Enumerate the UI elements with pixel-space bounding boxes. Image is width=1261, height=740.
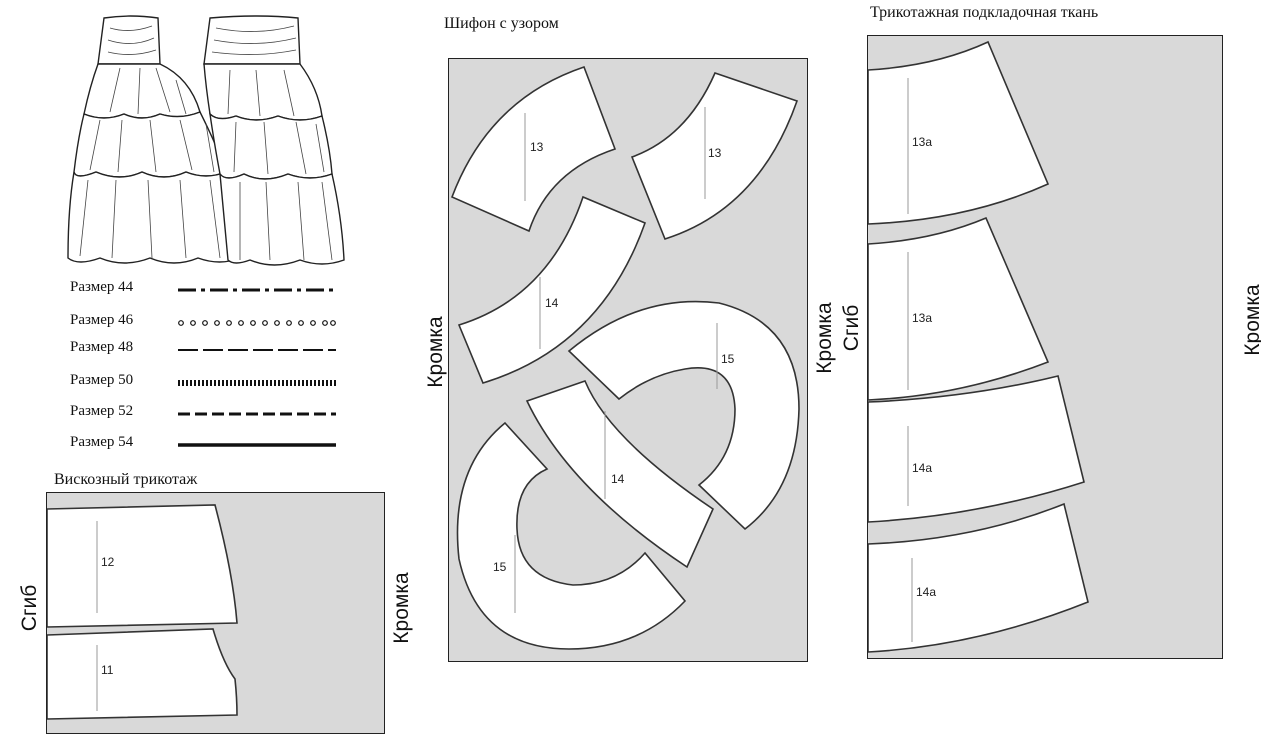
legend-label: Размер 54 bbox=[70, 434, 134, 450]
legend-row-size-44: Размер 44 bbox=[70, 279, 340, 301]
piece-label-14: 14 bbox=[611, 472, 625, 486]
legend-row-size-46: Размер 46 bbox=[70, 312, 340, 334]
legend-row-size-50: Размер 50 bbox=[70, 372, 340, 394]
chiffon-layout: 13 13 14 15 14 15 bbox=[450, 65, 800, 650]
viscose-panel: 12 11 bbox=[46, 492, 385, 734]
piece-label-13a: 13а bbox=[912, 135, 932, 149]
piece-label-14a: 14а bbox=[912, 461, 932, 475]
legend-row-size-52: Размер 52 bbox=[70, 403, 340, 425]
viscose-panel-title: Вискозный трикотаж bbox=[54, 471, 198, 488]
chiffon-panel-title: Шифон с узором bbox=[444, 15, 559, 32]
viscose-fold-label: Сгиб bbox=[18, 584, 41, 632]
legend-line-hatched bbox=[178, 380, 336, 386]
lining-layout: 13а 13а 14а 14а bbox=[868, 40, 1089, 653]
viscose-layout: 12 11 bbox=[47, 504, 238, 720]
pattern-piece-11 bbox=[47, 628, 238, 720]
legend-line-circles bbox=[178, 320, 336, 326]
legend-line-solid bbox=[178, 443, 336, 447]
legend-row-size-48: Размер 48 bbox=[70, 339, 340, 361]
chiffon-panel: 13 13 14 15 14 15 bbox=[448, 58, 808, 662]
piece-label-15: 15 bbox=[493, 560, 507, 574]
lining-panel-title: Трикотажная подкладочная ткань bbox=[870, 4, 1099, 21]
legend-line-long-dash bbox=[178, 349, 336, 351]
pattern-piece-13a bbox=[868, 216, 1050, 401]
legend-label: Размер 46 bbox=[70, 312, 134, 328]
lining-panel: 13а 13а 14а 14а bbox=[867, 35, 1223, 659]
legend-row-size-54: Размер 54 bbox=[70, 434, 340, 456]
piece-label-14: 14 bbox=[545, 296, 559, 310]
pattern-piece-15 bbox=[456, 421, 687, 650]
pattern-piece-14a bbox=[868, 502, 1089, 653]
piece-label-13a: 13а bbox=[912, 311, 932, 325]
chiffon-right-edge-label: Кромка bbox=[813, 302, 836, 374]
lining-edge-label: Кромка bbox=[1241, 284, 1261, 356]
piece-label-15: 15 bbox=[721, 352, 735, 366]
pattern-piece-14a bbox=[868, 375, 1085, 523]
piece-label-13: 13 bbox=[708, 146, 722, 160]
pattern-piece-14 bbox=[457, 195, 647, 384]
pattern-piece-13 bbox=[450, 65, 617, 233]
legend-label: Размер 44 bbox=[70, 279, 134, 295]
skirt-illustration bbox=[67, 15, 345, 266]
legend-label: Размер 52 bbox=[70, 403, 134, 419]
legend-line-dash-dot bbox=[178, 288, 336, 292]
viscose-edge-label: Кромка bbox=[390, 572, 413, 644]
piece-label-13: 13 bbox=[530, 140, 544, 154]
legend-label: Размер 50 bbox=[70, 372, 134, 388]
piece-label-11: 11 bbox=[101, 663, 114, 677]
pattern-piece-13a bbox=[868, 40, 1050, 225]
piece-label-14a: 14а bbox=[916, 585, 936, 599]
pattern-piece-12 bbox=[47, 504, 238, 628]
pattern-piece-15 bbox=[567, 300, 800, 531]
lining-fold-label: Сгиб bbox=[840, 304, 863, 352]
piece-label-12: 12 bbox=[101, 555, 115, 569]
pattern-piece-13 bbox=[630, 72, 799, 240]
legend-label: Размер 48 bbox=[70, 339, 134, 355]
legend-line-dash bbox=[178, 412, 336, 416]
chiffon-left-edge-label: Кромка bbox=[424, 316, 447, 388]
